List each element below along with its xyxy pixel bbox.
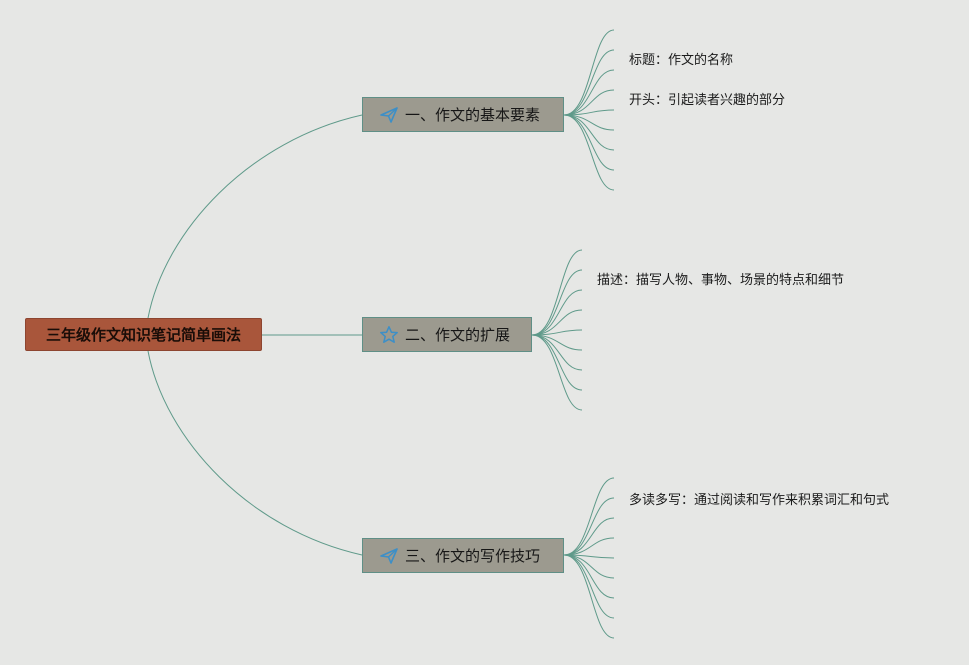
- leaf-read-write-more[interactable]: 多读多写：通过阅读和写作来积累词汇和句式: [629, 493, 890, 508]
- leaf-connector: [563, 554, 615, 639]
- leaf-fan-branch-2: [531, 249, 583, 411]
- star-icon: [379, 325, 399, 345]
- branch-label: 三、作文的写作技巧: [405, 547, 541, 565]
- leaf-connector: [563, 517, 615, 556]
- leaf-connector: [563, 554, 615, 599]
- leaf-connector: [563, 114, 615, 191]
- leaf-connector: [563, 537, 615, 556]
- leaf-connector: [563, 114, 615, 171]
- leaf-fan-branch-1: [563, 29, 615, 191]
- leaf-connector: [563, 477, 615, 556]
- leaf-connector: [563, 89, 615, 116]
- branch-label: 一、作文的基本要素: [405, 106, 541, 124]
- leaf-connector: [531, 249, 583, 336]
- leaf-connector: [531, 269, 583, 336]
- leaf-opening[interactable]: 开头：引起读者兴趣的部分: [629, 93, 786, 108]
- leaf-fan-branch-3: [563, 477, 615, 639]
- leaf-connector: [563, 69, 615, 116]
- leaf-connector: [531, 334, 583, 391]
- branch-label: 二、作文的扩展: [405, 326, 511, 344]
- branch-node-writing-techniques[interactable]: 三、作文的写作技巧: [362, 538, 564, 573]
- connector-root-branch-3: [147, 350, 363, 556]
- leaf-connector: [563, 114, 615, 151]
- leaf-connector: [531, 309, 583, 336]
- leaf-connector: [531, 334, 583, 371]
- paper-plane-icon: [379, 105, 399, 125]
- branch-node-basic-elements[interactable]: 一、作文的基本要素: [362, 97, 564, 132]
- branch-node-expansion[interactable]: 二、作文的扩展: [362, 317, 532, 352]
- root-node-label: 三年级作文知识笔记简单画法: [45, 326, 241, 344]
- leaf-connector: [531, 334, 583, 411]
- leaf-connector: [531, 289, 583, 336]
- leaf-title[interactable]: 标题：作文的名称: [629, 53, 734, 68]
- leaf-connector: [563, 497, 615, 556]
- leaf-connector: [563, 49, 615, 116]
- root-node[interactable]: 三年级作文知识笔记简单画法: [25, 318, 262, 351]
- leaf-connector: [563, 29, 615, 116]
- paper-plane-icon: [379, 546, 399, 566]
- connector-root-branch-1: [147, 114, 363, 319]
- leaf-description[interactable]: 描述：描写人物、事物、场景的特点和细节: [597, 273, 845, 288]
- leaf-connector: [563, 554, 615, 579]
